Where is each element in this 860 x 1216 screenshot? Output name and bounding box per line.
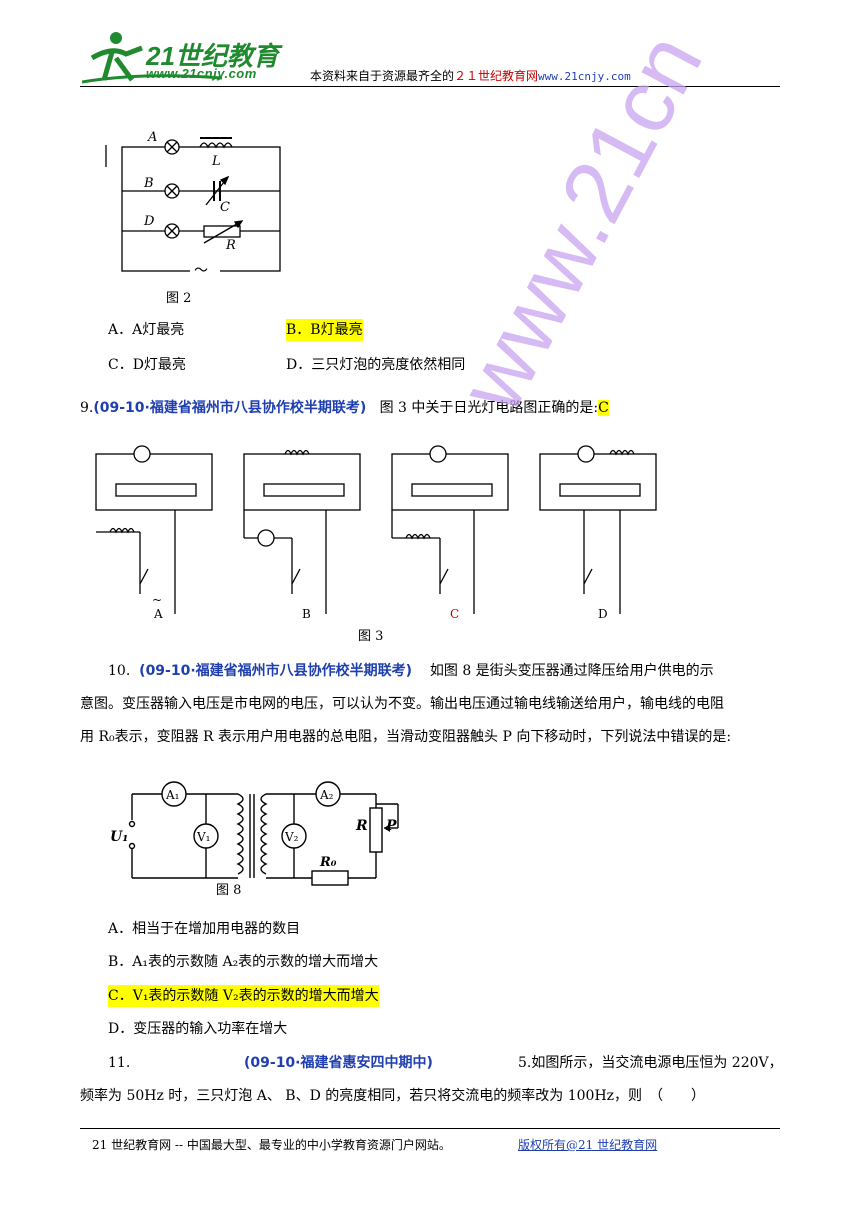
fig3-label-d: D: [598, 607, 608, 621]
label-l: L: [211, 154, 221, 169]
q9-source: (09-10·福建省福州市八县协作校半期联考): [93, 400, 367, 416]
q8-option-a: A．A灯最亮: [108, 322, 185, 338]
footer-rule: [80, 1128, 780, 1129]
fig8-r0: R₀: [319, 855, 337, 870]
logo-text: 21世纪教育: [146, 41, 279, 71]
fig8-a1: A₁: [165, 788, 179, 802]
footer-text: 21 世纪教育网 -- 中国最大型、最专业的中小学教育资源门户网站。: [92, 1138, 451, 1152]
header-tagline: 本资料来自于资源最齐全的２１世纪教育网www.21cnjy.com: [310, 67, 631, 84]
tagline-prefix: 本资料来自于资源最齐全的: [310, 69, 455, 83]
figure-3-circuits: ~ A B C D 图 3: [95, 445, 657, 644]
label-a: A: [147, 130, 157, 145]
q11-number: 11.: [108, 1055, 131, 1071]
q10-line2: 意图。变压器输入电压是市电网的电压，可以认为不变。输出电压通过输电线输送给用户，…: [80, 696, 724, 712]
fig3-label-b: B: [302, 607, 311, 621]
q8-option-d: D．三只灯泡的亮度依然相同: [286, 357, 466, 373]
label-ac-source: ～: [194, 263, 208, 279]
label-b: B: [143, 176, 154, 191]
figure-2-caption: 图 2: [166, 291, 192, 306]
label-c: C: [220, 200, 230, 215]
q11-line1: 5.如图所示，当交流电源电压恒为 220V，: [518, 1055, 783, 1071]
header-rule: [80, 86, 780, 87]
fig8-r: R: [355, 818, 368, 834]
fig8-u1: U₁: [110, 829, 128, 845]
q10-text-1: 如图 8 是街头变压器通过降压给用户供电的示: [429, 663, 714, 679]
q10-option-d: D．变压器的输入功率在增大: [108, 1021, 288, 1037]
footer-copyright-link[interactable]: 版权所有@21 世纪教育网: [518, 1138, 658, 1152]
q9-text: 图 3 中关于日光灯电路图正确的是:: [379, 400, 599, 416]
fig3-a-ac: ~: [152, 593, 162, 607]
label-r: R: [225, 238, 236, 253]
q10-option-c: C．V₁表的示数随 V₂表的示数的增大而增大: [108, 985, 379, 1007]
label-d: D: [143, 214, 155, 229]
tagline-brand: ２１世纪教育网: [454, 69, 539, 83]
q9-question: 9.(09-10·福建省福州市八县协作校半期联考) 图 3 中关于日光灯电路图正…: [80, 397, 609, 419]
q10-number: 10.: [108, 663, 131, 679]
figure-8-transformer: A₁ V₁ V₂ A₂ U₁ R P R₀ 图 8: [110, 781, 399, 898]
q10-line1: 10. (09-10·福建省福州市八县协作校半期联考) 如图 8 是街头变压器通…: [108, 660, 714, 682]
q9-number: 9.: [80, 400, 94, 416]
q10-option-a: A．相当于在增加用电器的数目: [108, 921, 301, 937]
q10-line3: 用 R₀表示，变阻器 R 表示用户用电器的总电阻，当滑动变阻器触头 P 向下移动…: [80, 729, 732, 745]
q10-source: (09-10·福建省福州市八县协作校半期联考): [139, 663, 413, 679]
q10-option-b: B．A₁表的示数随 A₂表的示数的增大而增大: [108, 954, 379, 970]
q8-option-b: B．B灯最亮: [286, 319, 363, 341]
fig8-p: P: [385, 818, 397, 834]
q9-answer: C: [598, 400, 609, 416]
fig3-label-c: C: [450, 607, 459, 621]
q11-line2: 频率为 50Hz 时，三只灯泡 A、 B、D 的亮度相同，若只将交流电的频率改为…: [80, 1088, 706, 1104]
site-logo: [82, 32, 223, 84]
q11-source: (09-10·福建省惠安四中期中): [244, 1055, 433, 1071]
fig8-v1: V₁: [196, 830, 210, 844]
figure-8-caption: 图 8: [216, 883, 241, 898]
fig8-a2: A₂: [319, 788, 334, 802]
figure-2-circuit: A L B C D R ～: [105, 130, 281, 279]
figure-3-caption: 图 3: [358, 629, 383, 644]
fig3-label-a: A: [153, 607, 163, 621]
q8-option-c: C．D灯最亮: [108, 357, 186, 373]
logo-url: www.21cnjy.com: [146, 66, 257, 81]
fig8-v2: V₂: [284, 830, 299, 844]
tagline-url[interactable]: www.21cnjy.com: [538, 70, 631, 83]
